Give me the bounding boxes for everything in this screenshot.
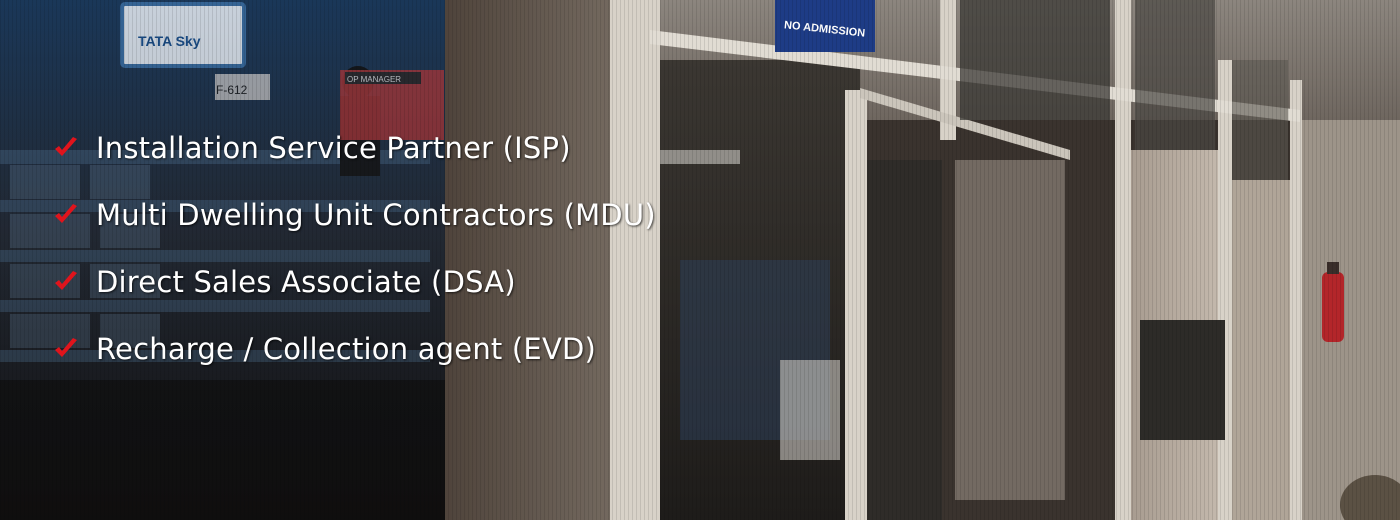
red-check-icon (55, 270, 77, 290)
red-check-icon (55, 203, 77, 223)
list-item: Direct Sales Associate (DSA) (52, 248, 656, 315)
red-check-icon (55, 337, 77, 357)
service-label-mdu: Multi Dwelling Unit Contractors (MDU) (96, 197, 656, 232)
store-sign-text: TATA Sky (138, 33, 201, 49)
red-check-icon (55, 136, 77, 156)
service-label-evd: Recharge / Collection agent (EVD) (96, 331, 597, 366)
list-item: Installation Service Partner (ISP) (52, 114, 656, 181)
box-label: OP MANAGER (347, 75, 401, 84)
room-number-sign: F-612 (216, 83, 248, 97)
service-label-isp: Installation Service Partner (ISP) (96, 130, 571, 165)
list-item: Recharge / Collection agent (EVD) (52, 315, 656, 382)
service-label-dsa: Direct Sales Associate (DSA) (96, 264, 516, 299)
list-item: Multi Dwelling Unit Contractors (MDU) (52, 181, 656, 248)
services-list: Installation Service Partner (ISP) Multi… (52, 114, 656, 382)
